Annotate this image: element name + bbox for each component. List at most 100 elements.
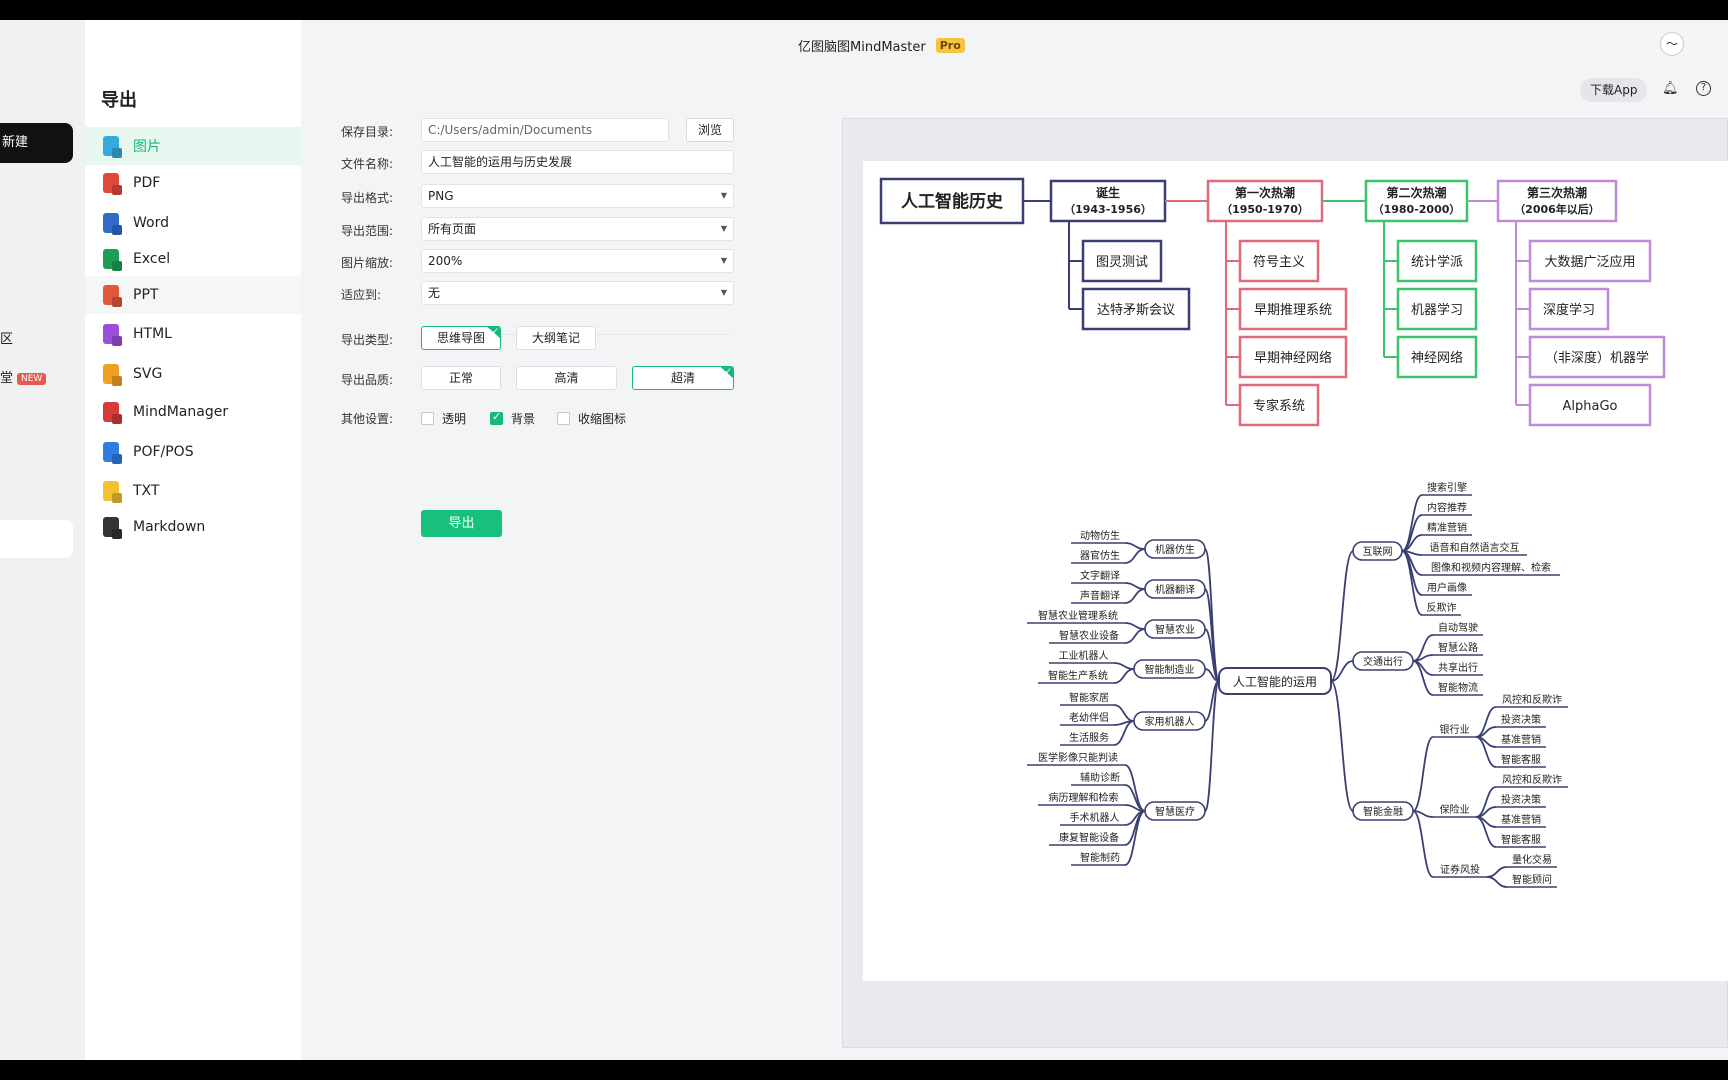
new-badge: NEW xyxy=(17,372,47,385)
application-left-branch: 智慧农业 xyxy=(1155,623,1195,636)
format-item-markdown[interactable]: Markdown xyxy=(85,508,301,546)
nav-item-qu[interactable]: 区 xyxy=(0,328,13,347)
application-left-leaf: 智慧农业设备 xyxy=(1059,629,1119,642)
format-item-txt[interactable]: TXT xyxy=(85,472,301,510)
word-icon xyxy=(103,213,119,233)
application-branch-line xyxy=(1124,588,1146,604)
collapse-icon-checkbox-row[interactable]: 收缩图标 xyxy=(557,410,626,427)
history-item-node xyxy=(1528,239,1652,283)
application-right-leaf: 智能物流 xyxy=(1438,681,1478,694)
type-outline-option[interactable]: 大纲笔记 xyxy=(516,326,596,350)
format-item-label: POF/POS xyxy=(133,444,194,460)
svg-icon xyxy=(103,364,119,384)
format-item-svg[interactable]: SVG xyxy=(85,355,301,393)
chevron-down-icon: ▼ xyxy=(720,191,727,200)
history-item-label: 神经网络 xyxy=(1411,350,1463,366)
application-branch-line xyxy=(1412,654,1434,662)
application-branch-line xyxy=(1124,542,1146,550)
file-name-input[interactable]: 人工智能的运用与历史发展 xyxy=(421,150,734,174)
application-branch-line xyxy=(1113,720,1135,746)
help-icon[interactable]: ? xyxy=(1696,81,1711,96)
application-left-leaf: 智能生产系统 xyxy=(1048,669,1108,682)
collapse-icon-checkbox[interactable] xyxy=(557,412,570,425)
fit-select[interactable]: 无▼ xyxy=(421,281,734,305)
nav-item-selected-blank[interactable] xyxy=(0,520,73,558)
txt-icon xyxy=(103,481,119,501)
export-button[interactable]: 导出 xyxy=(421,510,502,537)
application-branch-line xyxy=(1113,668,1135,684)
background-checkbox[interactable] xyxy=(490,410,503,425)
format-item-label: Markdown xyxy=(133,519,206,535)
application-branch-line xyxy=(1204,680,1220,812)
app-title-text: 亿图脑图MindMaster xyxy=(798,40,926,55)
bell-icon[interactable]: 🔔︎ xyxy=(1662,81,1679,96)
application-branch-line xyxy=(1401,550,1423,616)
history-item-label: 早期神经网络 xyxy=(1254,350,1332,366)
history-era-title: 第三次热潮 xyxy=(1527,185,1587,200)
new-nav-item[interactable]: 新建 xyxy=(0,123,73,163)
application-right-leaf: 基准营销 xyxy=(1501,813,1541,826)
format-item-pdf[interactable]: PDF xyxy=(85,164,301,202)
history-item-node xyxy=(1396,335,1478,379)
application-subbranch-label: 证券风投 xyxy=(1440,863,1480,876)
application-right-leaf: 量化交易 xyxy=(1512,853,1552,866)
application-left-leaf: 病历理解和检索 xyxy=(1049,791,1119,804)
format-item-mindmanager[interactable]: MindManager xyxy=(85,393,301,431)
format-item-html[interactable]: HTML xyxy=(85,315,301,353)
history-item-label: 机器学习 xyxy=(1411,302,1463,318)
application-right-leaf: 图像和视频内容理解、检索 xyxy=(1431,561,1551,574)
application-left-leaf: 器官仿生 xyxy=(1080,549,1120,562)
application-left-leaf: 医学影像只能判读 xyxy=(1038,751,1118,764)
mindmap-preview-svg: 人工智能历史诞生（1943-1956）图灵测试达特矛斯会议第一次热潮（1950-… xyxy=(879,177,1666,888)
history-item-node xyxy=(1238,335,1348,379)
application-branch-line xyxy=(1124,764,1146,812)
html-icon xyxy=(103,324,119,344)
application-left-leaf: 康复智能设备 xyxy=(1059,831,1119,844)
download-app-button[interactable]: 下载App xyxy=(1580,78,1648,102)
application-right-leaf: 投资决策 xyxy=(1501,793,1541,806)
image-icon xyxy=(103,136,119,156)
transparent-checkbox-row[interactable]: 透明 xyxy=(421,410,466,427)
quality-normal-option[interactable]: 正常 xyxy=(421,366,501,390)
format-item-pof-pos[interactable]: POF/POS xyxy=(85,433,301,471)
history-item-node xyxy=(1396,239,1478,283)
transparent-checkbox[interactable] xyxy=(421,412,434,425)
application-left-leaf: 工业机器人 xyxy=(1059,649,1109,662)
quality-uhd-option[interactable]: 超清 xyxy=(632,366,734,390)
application-right-branch: 交通出行 xyxy=(1363,655,1403,668)
history-era-node xyxy=(1496,179,1618,223)
history-item-label: 达特矛斯会议 xyxy=(1097,303,1175,318)
history-item-node xyxy=(1238,239,1320,283)
format-item-ppt[interactable]: PPT xyxy=(85,276,301,314)
browse-button[interactable]: 浏览 xyxy=(686,118,734,142)
format-item-excel[interactable]: Excel xyxy=(85,240,301,278)
application-subbranch-label: 保险业 xyxy=(1440,803,1470,816)
quality-hd-option[interactable]: 高清 xyxy=(516,366,617,390)
excel-icon xyxy=(103,249,119,269)
mindmanager-icon xyxy=(103,402,119,422)
new-nav-label: 新建 xyxy=(2,135,29,150)
transparent-label: 透明 xyxy=(442,412,467,426)
history-item-node xyxy=(1528,287,1610,331)
avatar[interactable]: 〜 xyxy=(1660,32,1684,56)
application-branch-line xyxy=(1330,660,1354,682)
history-item-label: AlphaGo xyxy=(1563,399,1618,414)
quality-label: 导出品质: xyxy=(341,373,394,387)
format-select[interactable]: PNG▼ xyxy=(421,184,734,208)
history-item-label: 图灵测试 xyxy=(1096,255,1148,270)
type-mindmap-option[interactable]: 思维导图 xyxy=(421,326,501,350)
history-item-label: 统计学派 xyxy=(1411,254,1463,270)
other-label: 其他设置: xyxy=(341,412,394,426)
history-era-title: 第一次热潮 xyxy=(1235,185,1295,200)
range-select[interactable]: 所有页面▼ xyxy=(421,217,734,241)
format-item-image[interactable]: 图片 xyxy=(85,127,301,165)
history-item-node xyxy=(1081,239,1163,283)
bottom-bar xyxy=(0,1060,1728,1080)
application-branch-line xyxy=(1113,662,1135,670)
format-item-word[interactable]: Word xyxy=(85,204,301,242)
scale-select[interactable]: 200%▼ xyxy=(421,249,734,273)
background-checkbox-row[interactable]: 背景 xyxy=(490,410,535,427)
save-dir-input[interactable]: C:/Users/admin/Documents xyxy=(421,118,669,142)
application-center-label: 人工智能的运用 xyxy=(1233,674,1317,689)
